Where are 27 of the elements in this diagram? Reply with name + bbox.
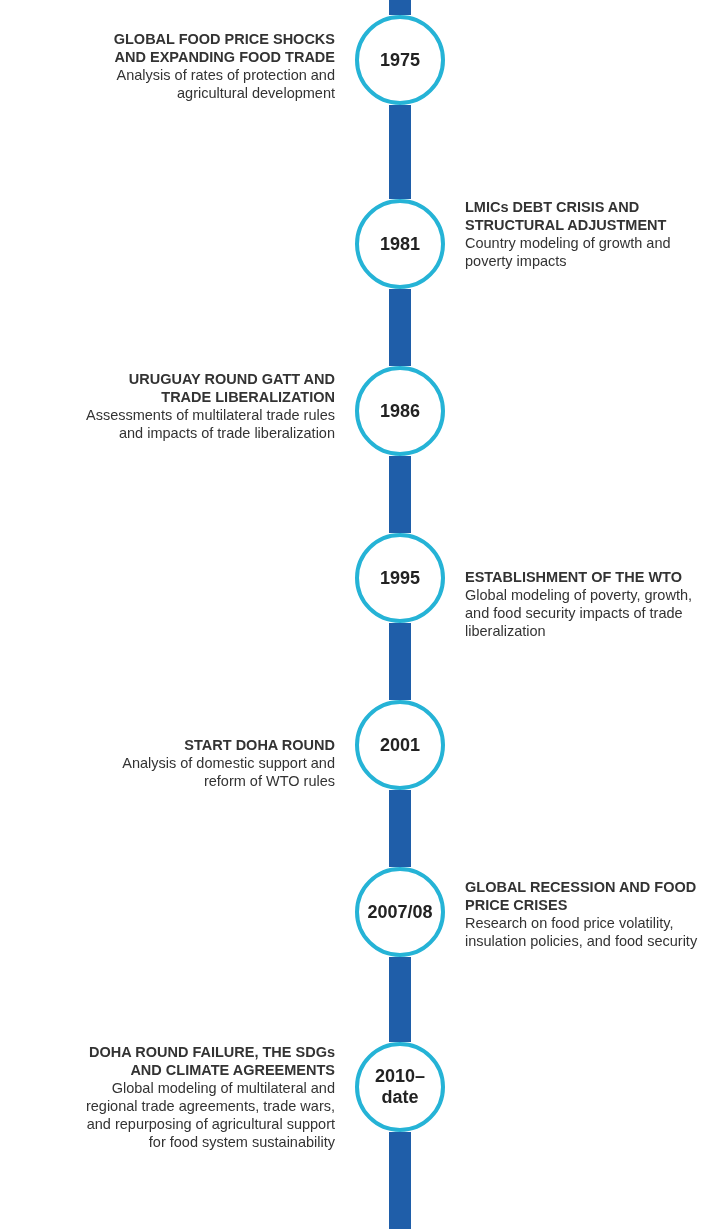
timeline-connector [389,790,411,867]
timeline-connector [389,456,411,533]
year-label: 2001 [379,734,420,756]
event-description: Assessments of multilateral trade rules and impacts of trade liberalization [85,406,335,442]
event-description: Country modeling of growth and poverty impacts [465,234,672,270]
year-label: 1975 [379,49,420,71]
event-description: Analysis of rates of protection and agricultural development [115,66,335,102]
event-heading: GLOBAL RECESSION AND FOOD PRICE CRISES [465,878,698,914]
year-label: 1995 [379,567,420,589]
year-label: 2010– date [373,1066,427,1108]
event-heading: URUGUAY ROUND GATT AND TRADE LIBERALIZATION [127,370,335,406]
event-heading: ESTABLISHMENT OF THE WTO [465,568,683,586]
timeline-connector [389,289,411,366]
event-heading: DOHA ROUND FAILURE, THE SDGs AND CLIMATE AGREEMENTS [88,1043,335,1079]
year-label: 1986 [379,400,420,422]
event-description: Global modeling of poverty, growth, and food security impacts of trade liberalization [465,586,693,640]
event-heading: START DOHA ROUND [183,736,335,754]
year-label: 1981 [379,233,420,255]
timeline-connector [389,623,411,700]
event-heading: LMICs DEBT CRISIS AND STRUCTURAL ADJUSTMENT [465,198,668,234]
timeline-connector [389,105,411,199]
event-description: Research on food price volatility, insulation policies, and food security [465,914,699,950]
year-label: 2007/08 [367,901,433,923]
timeline-connector [389,957,411,1042]
event-description: Global modeling of multilateral and regional trade agreements, trade wars, and repurposing of agricultural support for food system sustainability [84,1079,335,1151]
event-heading: GLOBAL FOOD PRICE SHOCKS AND EXPANDING FOOD TRADE [112,30,335,66]
event-description: Analysis of domestic support and reform of WTO rules [121,754,335,790]
